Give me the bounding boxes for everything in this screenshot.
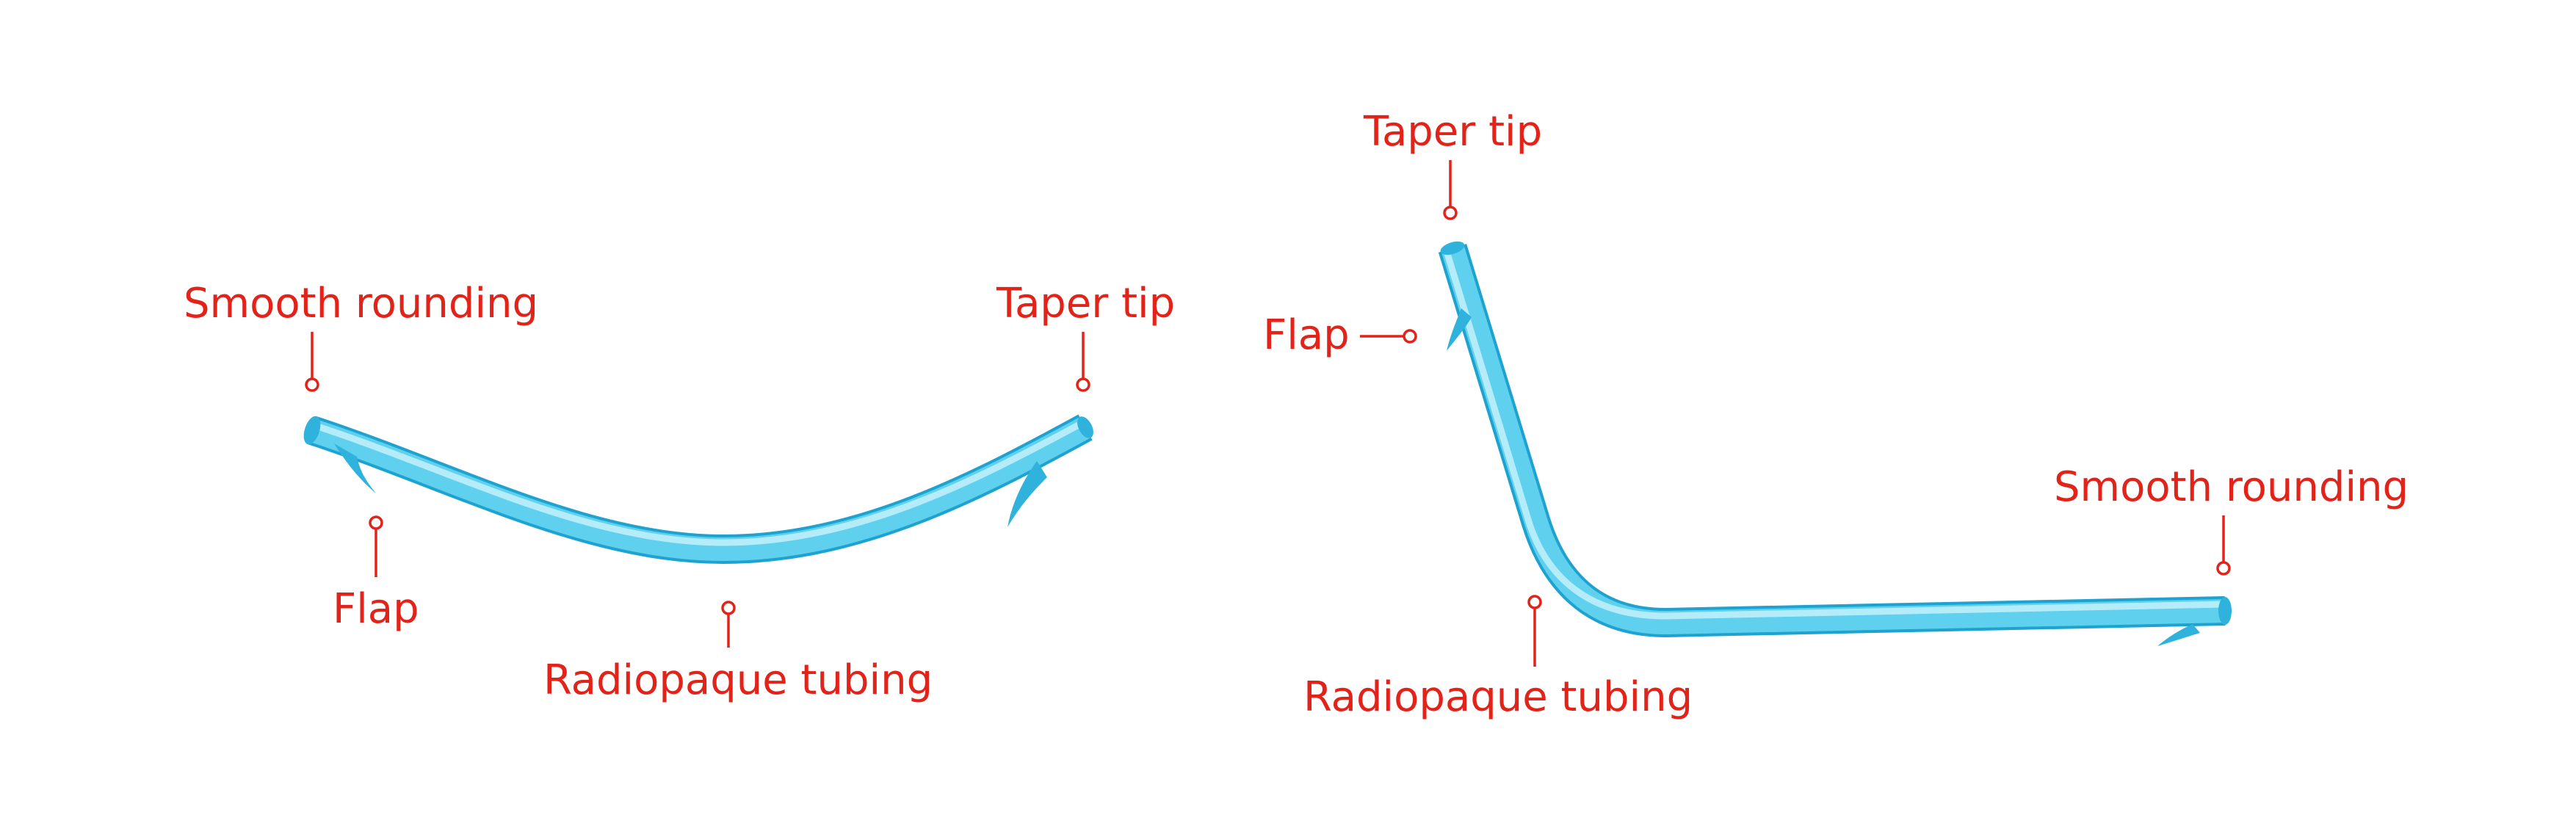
angled-label-flap: Flap <box>1263 311 1350 359</box>
angled-dot-taper-tip <box>1443 206 1458 220</box>
angled-label-smooth-rounding: Smooth rounding <box>2054 463 2409 511</box>
curved-dot-taper-tip <box>1076 377 1090 392</box>
curved-label-flap: Flap <box>333 585 419 633</box>
curved-flap-left <box>334 443 376 493</box>
curved-label-taper-tip: Taper tip <box>996 280 1175 327</box>
angled-taper-tip-end <box>1440 241 1465 256</box>
angled-dot-smooth-rounding <box>2216 561 2231 576</box>
curved-rounded-end <box>303 416 321 445</box>
angled-tube-highlight <box>1443 247 2226 620</box>
angled-rounded-end <box>2218 597 2232 625</box>
curved-dot-smooth-rounding <box>305 377 319 392</box>
curved-tube-body <box>308 416 1091 562</box>
curved-taper-tip-end <box>1077 416 1093 438</box>
angled-flap-top <box>1447 308 1472 351</box>
angled-catheter: Taper tip Flap Smooth rounding Radiopaqu… <box>1263 108 2409 721</box>
curved-label-radiopaque-tubing: Radiopaque tubing <box>543 656 933 704</box>
curved-flap-right <box>1007 461 1047 527</box>
curved-dot-radiopaque <box>721 601 736 615</box>
angled-dot-flap <box>1403 329 1417 344</box>
curved-catheter: Smooth rounding Taper tip Flap Radiopaqu… <box>184 280 1175 704</box>
angled-tube-body <box>1441 244 2226 634</box>
curved-tube-highlight <box>312 419 1086 546</box>
angled-flap-right <box>2157 624 2200 646</box>
angled-label-radiopaque-tubing: Radiopaque tubing <box>1303 673 1693 721</box>
angled-dot-radiopaque <box>1527 595 1542 609</box>
curved-dot-flap <box>369 515 383 530</box>
curved-label-smooth-rounding: Smooth rounding <box>184 280 538 327</box>
angled-label-taper-tip: Taper tip <box>1363 108 1542 156</box>
